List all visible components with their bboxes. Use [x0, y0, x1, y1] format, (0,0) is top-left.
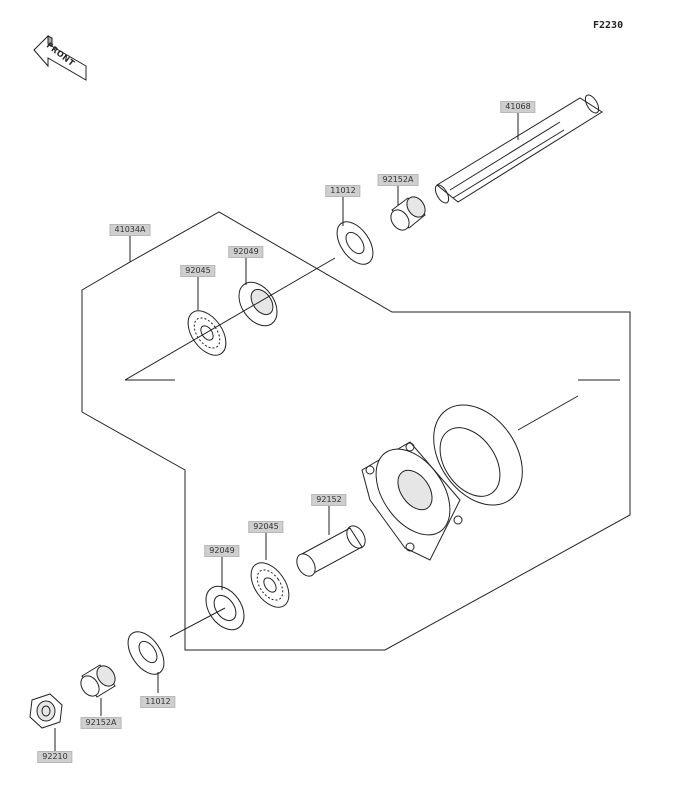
axis-line-hub: [517, 395, 579, 431]
collar-92152a-top[interactable]: [387, 193, 429, 233]
label-92045-top[interactable]: 92045: [180, 265, 216, 277]
assembly-bracket-line: [81, 211, 631, 651]
label-92152a-bottom[interactable]: 92152A: [80, 717, 122, 729]
bearing-92045-top[interactable]: [180, 304, 233, 362]
label-92152a-top[interactable]: 92152A: [377, 174, 419, 186]
front-direction-arrow-icon: [33, 34, 87, 81]
seal-11012-top[interactable]: [330, 215, 380, 270]
label-92045-bottom[interactable]: 92045: [248, 521, 284, 533]
spacer-92152[interactable]: [293, 523, 369, 580]
figure-code: F2230: [593, 20, 624, 31]
axis-line-top: [124, 257, 336, 381]
label-11012-bottom[interactable]: 11012: [140, 696, 176, 708]
label-92049-top[interactable]: 92049: [228, 246, 264, 258]
axis-line-bottom: [169, 607, 226, 638]
label-11012-top[interactable]: 11012: [325, 185, 361, 197]
label-41034a[interactable]: 41034A: [109, 224, 151, 236]
axle-41068[interactable]: [433, 93, 603, 205]
collar-92152a-bottom[interactable]: [77, 662, 119, 699]
nut-92210[interactable]: [29, 693, 63, 729]
label-92210[interactable]: 92210: [37, 751, 73, 763]
label-92049-bottom[interactable]: 92049: [204, 545, 240, 557]
wheel-hub[interactable]: [361, 388, 541, 561]
bearing-92045-bottom[interactable]: [243, 556, 296, 614]
label-41068[interactable]: 41068: [500, 101, 536, 113]
label-92152[interactable]: 92152: [311, 494, 347, 506]
seal-92049-top[interactable]: [231, 275, 285, 333]
seal-11012-bottom[interactable]: [121, 625, 171, 680]
